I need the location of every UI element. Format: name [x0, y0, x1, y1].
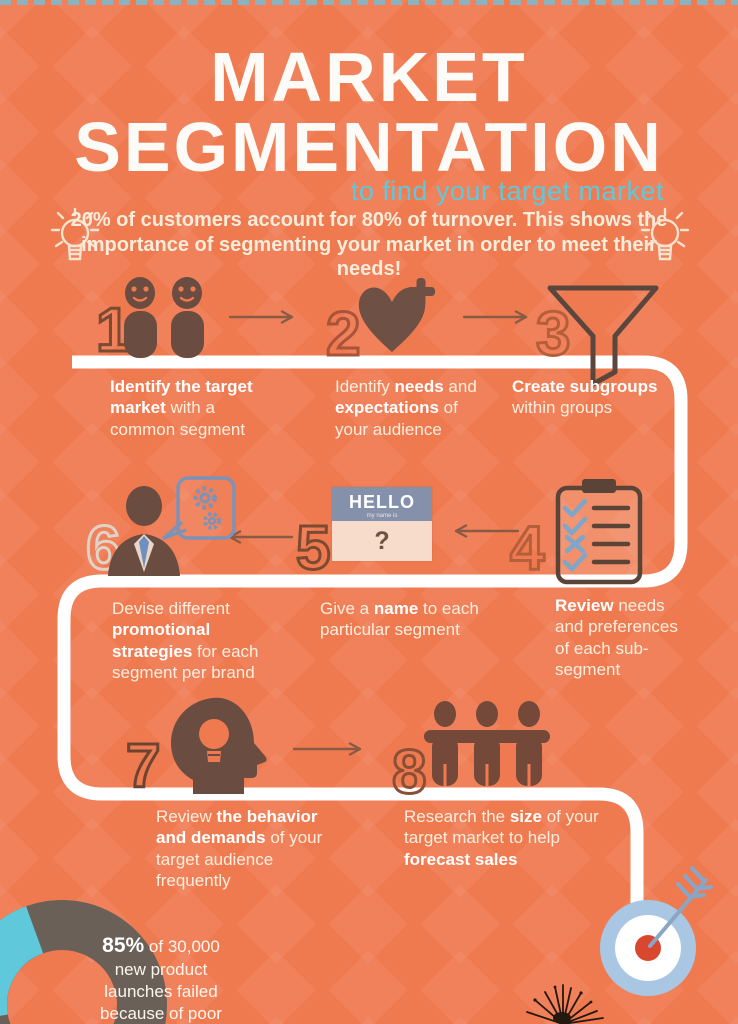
- step-6-text: Devise different promotional strategies …: [112, 599, 259, 682]
- step-7-number: 7: [124, 732, 162, 801]
- page-title-line2: SEGMENTATION: [74, 108, 664, 186]
- head-lightbulb-icon: [171, 697, 267, 794]
- step-3-text: Create subgroups within groups: [512, 377, 658, 418]
- target-icon: [600, 866, 713, 996]
- step-2-text: Identify needs and expectations of your …: [335, 377, 477, 439]
- name-tag-subtext: my name is: [366, 513, 398, 519]
- lightbulb-icon: [640, 207, 690, 261]
- step-4-text: Review needs and preferences of each sub…: [555, 596, 678, 679]
- step-5-text: Give a name to each particular segment: [320, 599, 479, 640]
- donut-chart: [0, 900, 167, 1024]
- intro-text: 20% of customers account for 80% of turn…: [70, 209, 668, 281]
- arrow-right-icon: [228, 310, 294, 324]
- lightbulb-icon: [50, 207, 100, 261]
- step-4-number: 4: [508, 514, 546, 583]
- step-1-text: Identify the target market with a common…: [110, 377, 253, 439]
- page-title-line1: MARKET: [210, 38, 528, 116]
- step-8-number: 8: [390, 738, 428, 807]
- step-8-text: Research the size of your target market …: [404, 807, 599, 869]
- splatter-icon: [526, 984, 604, 1024]
- arrow-right-icon: [462, 310, 528, 324]
- two-people-icon: [124, 277, 204, 358]
- businessman-gears-icon: [108, 476, 236, 576]
- three-people-icon: [424, 701, 550, 786]
- name-tag-hello-text: HELLO: [349, 492, 415, 512]
- checklist-clipboard-icon: [555, 479, 643, 585]
- page-subtitle: to find your target market: [350, 176, 664, 206]
- heart-plus-icon: [358, 278, 435, 352]
- step-7-text: Review the behavior and demands of your …: [156, 807, 323, 890]
- failure-stat-text: 85% of 30,000 new product launches faile…: [100, 934, 222, 1024]
- arrow-right-icon: [292, 742, 362, 756]
- hello-name-tag-icon: HELLO my name is ?: [332, 487, 432, 561]
- dashed-top-border: [0, 0, 738, 5]
- arrow-left-icon: [454, 524, 520, 538]
- step-3-number: 3: [534, 300, 572, 369]
- step-5-number: 5: [294, 514, 332, 583]
- step-2-number: 2: [324, 300, 362, 369]
- funnel-icon: [547, 285, 659, 387]
- name-tag-question-mark: ?: [374, 527, 390, 555]
